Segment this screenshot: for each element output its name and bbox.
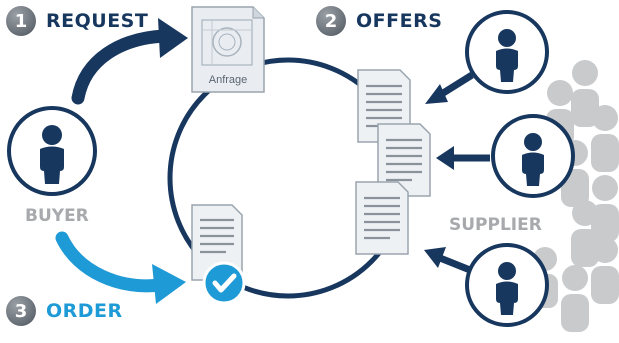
offer-documents — [355, 69, 431, 255]
order-arrowhead — [152, 264, 186, 304]
step-label: OFFERS — [356, 10, 443, 32]
step-order: 3 ORDER — [6, 296, 123, 326]
request-arrow — [71, 29, 172, 105]
step-request: 1 REQUEST — [6, 6, 148, 36]
step-number: 3 — [6, 296, 36, 326]
supplier-arrows — [424, 72, 490, 274]
supplier-label: SUPPLIER — [449, 215, 542, 235]
order-document-icon — [191, 204, 243, 281]
step-label: REQUEST — [46, 10, 149, 32]
request-arrowhead — [158, 18, 188, 58]
step-label: ORDER — [46, 300, 123, 322]
step-number: 1 — [6, 6, 36, 36]
step-number: 2 — [316, 6, 346, 36]
request-doc-label: Anfrage — [208, 74, 248, 86]
supplier-badges — [465, 10, 575, 327]
request-document-icon — [191, 6, 265, 93]
order-arrow — [55, 231, 167, 293]
buyer-badge — [7, 106, 97, 196]
check-icon — [202, 261, 246, 305]
buyer-label: BUYER — [25, 206, 89, 226]
step-offers: 2 OFFERS — [316, 6, 442, 36]
